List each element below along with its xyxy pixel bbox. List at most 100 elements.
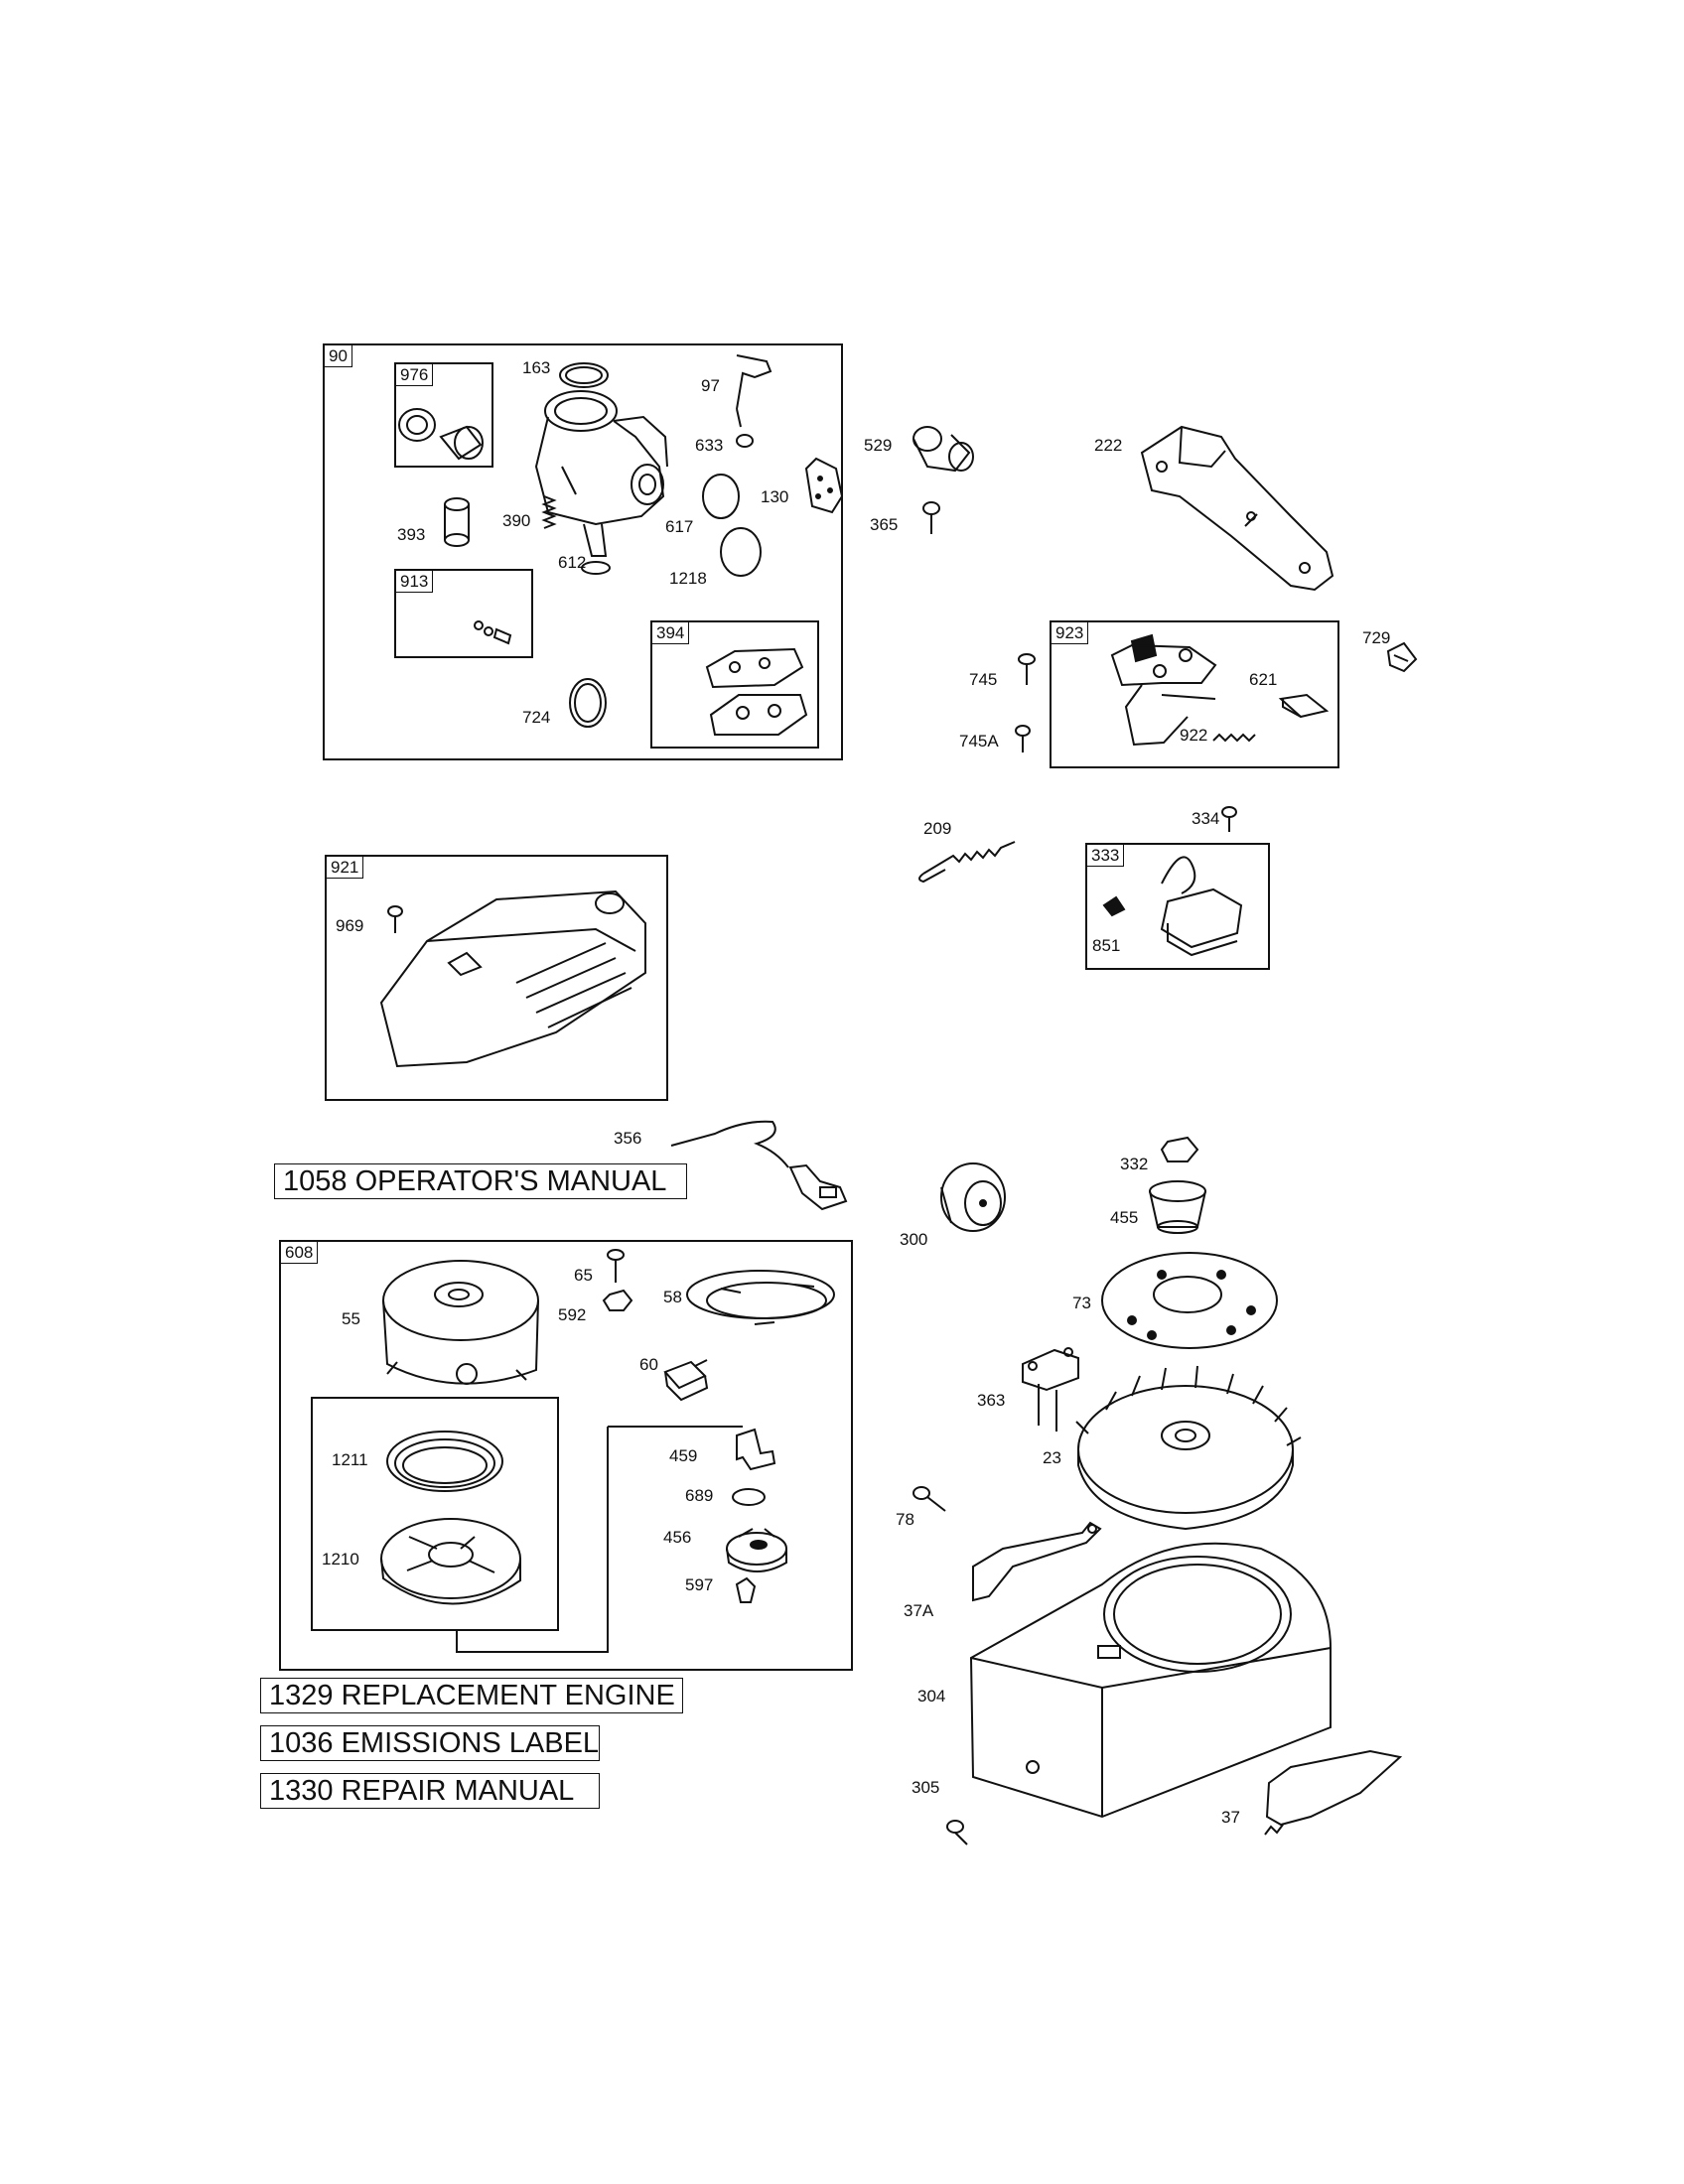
part-label-163: 163 [522,358,551,377]
part-label-1210: 1210 [322,1550,359,1569]
note-operators-manual: 1058 OPERATOR'S MANUAL [274,1163,687,1199]
part-label-37A: 37A [904,1601,934,1620]
part-label-209: 209 [923,819,952,838]
frame-913 [394,569,533,658]
part-label-130: 130 [761,487,789,506]
part-label-332: 332 [1120,1155,1149,1173]
part-label-621: 621 [1249,670,1278,689]
frame-923 [1050,620,1339,768]
part-55-housing [382,1260,539,1385]
part-209-spring [918,841,1016,884]
part-633 [736,434,754,448]
part-78-screw [912,1486,946,1512]
part-334-screw [1221,806,1237,832]
part-label-37: 37 [1221,1808,1240,1827]
part-37A-baffle [972,1521,1102,1602]
part-label-969: 969 [336,916,364,935]
part-394-gaskets [705,647,808,736]
part-label-617: 617 [665,517,694,536]
part-745-screw [1018,653,1036,685]
part-label-305: 305 [912,1778,940,1797]
part-label-455: 455 [1110,1208,1139,1227]
part-label-365: 365 [870,515,899,534]
part-304-housing [969,1542,1332,1819]
part-305-screw [946,1820,968,1845]
part-label-597: 597 [685,1575,714,1594]
part-label-745A: 745A [959,732,999,751]
part-label-356: 356 [614,1129,642,1148]
part-58-rope [686,1270,835,1325]
part-label-529: 529 [864,436,893,455]
leader-line-608 [456,1427,609,1653]
part-label-78: 78 [896,1510,914,1529]
part-393-tube [444,497,470,547]
frame-90 [323,343,843,760]
part-label-689: 689 [685,1486,714,1505]
part-label-459: 459 [669,1446,698,1465]
group-tag-90: 90 [324,344,352,367]
group-tag-923: 923 [1051,621,1089,644]
part-37-baffle [1264,1749,1403,1836]
part-621-clip [1278,693,1330,719]
part-65-screw [607,1249,625,1283]
group-tag-976: 976 [395,363,434,386]
part-729-clip [1386,641,1418,673]
part-label-724: 724 [522,708,551,727]
part-label-222: 222 [1094,436,1123,455]
frame-921 [325,855,668,1101]
part-365-screw [922,501,940,534]
part-356-wire [670,1120,848,1211]
part-label-97: 97 [701,376,720,395]
part-label-65: 65 [574,1266,593,1285]
part-1210-pulley [380,1518,521,1605]
frame-976 [394,362,493,468]
part-label-73: 73 [1072,1294,1091,1312]
part-529-elbow [912,426,974,473]
part-333-armature [1102,856,1243,957]
part-745A-screw [1015,725,1031,752]
group-tag-394: 394 [651,621,690,644]
part-913-screw [474,620,512,645]
part-689-ring [732,1488,766,1506]
part-label-851: 851 [1092,936,1121,955]
part-163-gasket [559,362,609,388]
part-923-linkage [1110,633,1217,747]
note-emissions-label: 1036 EMISSIONS LABEL [260,1725,600,1761]
part-label-633: 633 [695,436,724,455]
part-332-nut [1160,1136,1199,1162]
note-replacement-engine: 1329 REPLACEMENT ENGINE [260,1678,683,1713]
part-label-393: 393 [397,525,426,544]
frame-recoil-inner [311,1397,559,1631]
part-969-screw [387,905,403,933]
part-label-390: 390 [502,511,531,530]
part-363-bracket [1022,1347,1079,1432]
part-label-60: 60 [639,1355,658,1374]
part-1211-spring [386,1431,503,1492]
group-tag-913: 913 [395,570,434,593]
part-label-1218: 1218 [669,569,707,588]
part-390-spring [541,495,557,529]
part-617-oring [702,474,740,519]
part-60-handle [663,1359,709,1402]
part-592-nut [602,1289,633,1311]
frame-394 [650,620,819,749]
part-724-oring [569,678,607,728]
group-tag-921: 921 [326,856,364,879]
part-1218-oring [720,527,762,577]
part-97-needle [736,354,772,428]
frame-333 [1085,843,1270,970]
part-label-55: 55 [342,1309,360,1328]
part-label-612: 612 [558,553,587,572]
part-597-screw [735,1576,757,1603]
part-label-304: 304 [917,1687,946,1706]
part-222-bracket [1140,425,1334,592]
part-carburetor [534,390,668,575]
part-label-58: 58 [663,1288,682,1306]
part-23-flywheel [1075,1365,1302,1531]
part-label-23: 23 [1043,1448,1061,1467]
part-456-retainer [726,1528,787,1572]
part-label-1211: 1211 [332,1450,368,1469]
